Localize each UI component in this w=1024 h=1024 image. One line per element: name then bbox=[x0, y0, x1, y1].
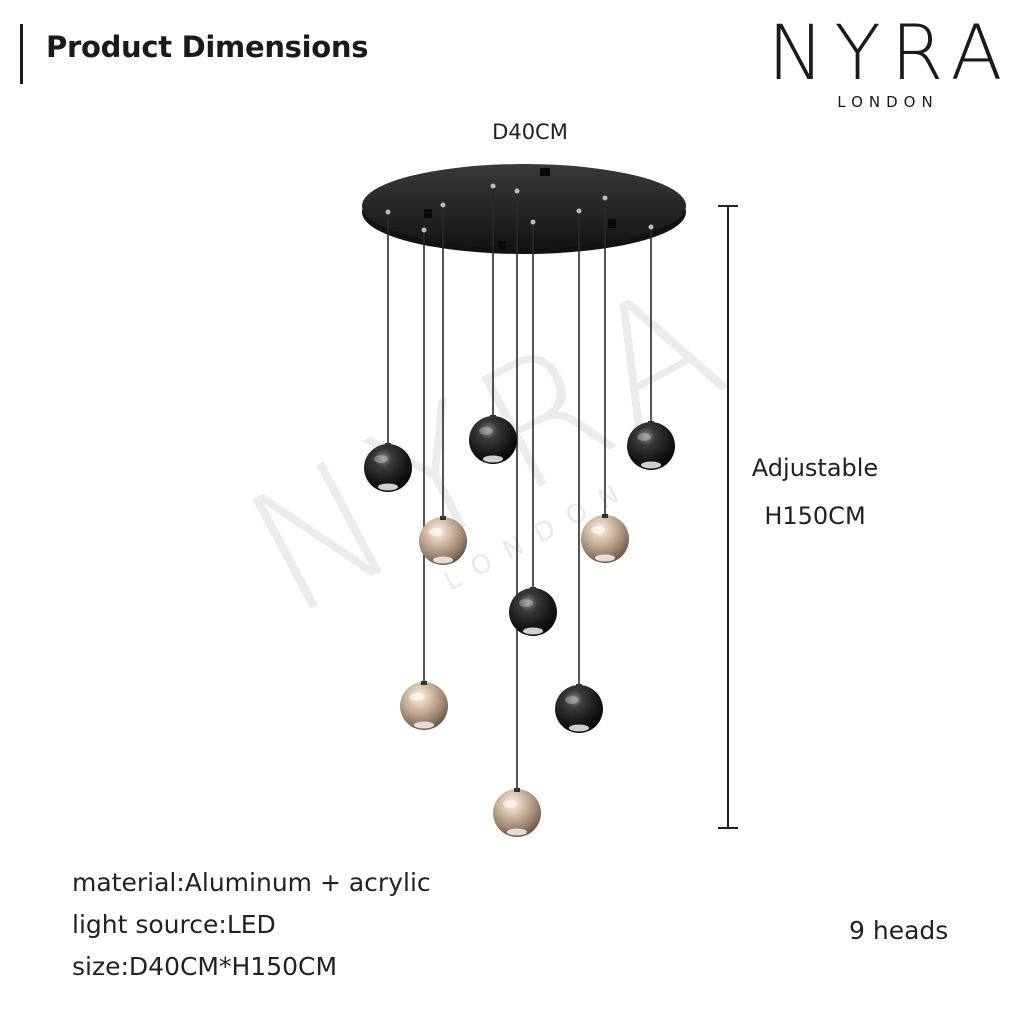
height-label: Adjustable H150CM bbox=[730, 444, 900, 540]
cord-mount bbox=[602, 195, 608, 201]
cord-mount bbox=[514, 188, 520, 194]
spec-material: material:Aluminum + acrylic bbox=[72, 868, 431, 897]
canopy bbox=[362, 164, 686, 254]
cord-mount bbox=[576, 208, 582, 214]
height-label-line1: Adjustable bbox=[751, 454, 879, 482]
spec-light-source: light source:LED bbox=[72, 910, 276, 939]
cord-mount bbox=[440, 202, 446, 208]
height-dimension-line bbox=[718, 205, 738, 829]
heads-count: 9 heads bbox=[849, 916, 949, 945]
gold-globe bbox=[581, 514, 629, 563]
black-globe bbox=[555, 684, 603, 733]
cord-mount bbox=[490, 183, 496, 189]
cord-mount bbox=[530, 219, 536, 225]
black-globe bbox=[627, 421, 675, 470]
page-title: Product Dimensions bbox=[46, 30, 369, 64]
cord-mount bbox=[648, 224, 654, 230]
gold-globe bbox=[419, 516, 467, 565]
brand-logo-name: NYRA bbox=[767, 8, 1013, 97]
cord-mount bbox=[421, 227, 427, 233]
pendant-globes bbox=[364, 415, 675, 837]
height-label-line2: H150CM bbox=[764, 502, 866, 530]
spec-list: material:Aluminum + acrylic light source… bbox=[72, 862, 431, 988]
pendant-cords bbox=[385, 183, 654, 791]
cord-mount bbox=[385, 209, 391, 215]
brand-logo-subtitle: LONDON bbox=[837, 93, 939, 111]
gold-globe bbox=[400, 681, 448, 730]
header-accent-bar bbox=[20, 24, 23, 84]
black-globe bbox=[509, 587, 557, 636]
spec-size: size:D40CM*H150CM bbox=[72, 952, 338, 981]
diameter-label: D40CM bbox=[492, 120, 568, 144]
black-globe bbox=[469, 415, 517, 464]
brand-logo: NYRA LONDON bbox=[762, 12, 1008, 111]
black-globe bbox=[364, 443, 412, 492]
gold-globe bbox=[493, 788, 541, 837]
